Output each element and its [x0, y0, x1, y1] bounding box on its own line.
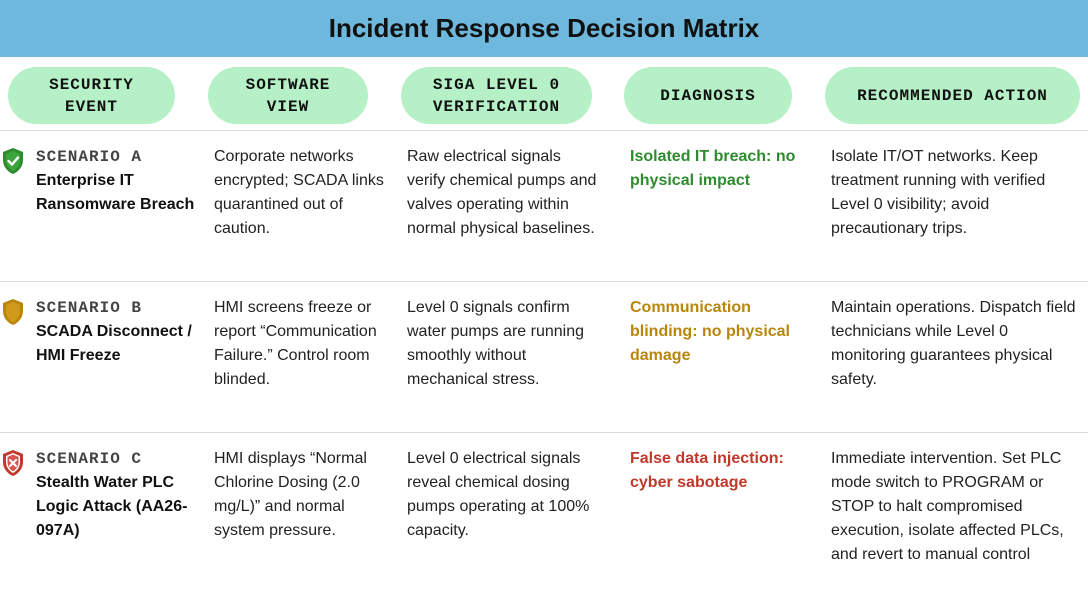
siga-verification-cell: Level 0 signals confirm water pumps are …: [407, 299, 584, 388]
scenario-cell: SCENARIO B SCADA Disconnect / HMI Freeze: [36, 296, 206, 368]
diagnosis-cell: False data injection: cyber sabotage: [630, 450, 784, 491]
scenario-label: SCENARIO C: [36, 450, 143, 468]
diagnosis-cell: Isolated IT breach: no physical impact: [630, 148, 796, 189]
scenario-label: SCENARIO A: [36, 148, 143, 166]
siga-verification-cell: Level 0 electrical signals reveal chemic…: [407, 450, 590, 539]
scenario-name: SCADA Disconnect / HMI Freeze: [36, 323, 192, 364]
scenario-cell: SCENARIO C Stealth Water PLC Logic Attac…: [36, 447, 206, 543]
page-title: Incident Response Decision Matrix: [328, 13, 760, 43]
title-bar: Incident Response Decision Matrix: [0, 0, 1088, 57]
software-view-cell: HMI displays “Normal Chlorine Dosing (2.…: [214, 450, 367, 539]
header-diagnosis: DIAGNOSIS: [624, 67, 792, 124]
table-row: SCENARIO C Stealth Water PLC Logic Attac…: [0, 433, 1088, 600]
diagnosis-cell: Communication blinding: no physical dama…: [630, 299, 790, 364]
shield-icon: [3, 299, 23, 325]
recommended-action-cell: Isolate IT/OT networks. Keep treatment r…: [831, 148, 1046, 237]
recommended-action-cell: Maintain operations. Dispatch field tech…: [831, 299, 1076, 388]
siga-verification-cell: Raw electrical signals verify chemical p…: [407, 148, 597, 237]
shield-check-icon: [3, 148, 23, 174]
scenario-label: SCENARIO B: [36, 299, 143, 317]
header-row: SECURITY EVENT SOFTWARE VIEW SIGA LEVEL …: [0, 57, 1088, 131]
software-view-cell: Corporate networks encrypted; SCADA link…: [214, 148, 384, 237]
recommended-action-cell: Immediate intervention. Set PLC mode swi…: [831, 450, 1064, 563]
header-security-event: SECURITY EVENT: [8, 67, 175, 124]
header-software-view: SOFTWARE VIEW: [208, 67, 368, 124]
header-recommended-action: RECOMMENDED ACTION: [825, 67, 1080, 124]
shield-x-icon: [3, 450, 23, 476]
scenario-cell: SCENARIO A Enterprise IT Ransomware Brea…: [36, 145, 206, 217]
scenario-name: Stealth Water PLC Logic Attack (AA26-097…: [36, 474, 188, 539]
scenario-name: Enterprise IT Ransomware Breach: [36, 172, 195, 213]
software-view-cell: HMI screens freeze or report “Communicat…: [214, 299, 377, 388]
header-siga-verification: SIGA LEVEL 0 VERIFICATION: [401, 67, 592, 124]
table-row: SCENARIO B SCADA Disconnect / HMI Freeze…: [0, 282, 1088, 433]
table-row: SCENARIO A Enterprise IT Ransomware Brea…: [0, 131, 1088, 282]
